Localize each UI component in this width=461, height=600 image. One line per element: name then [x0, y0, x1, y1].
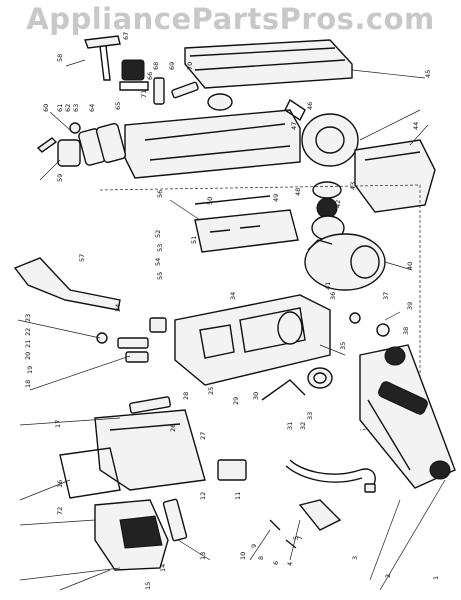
callout-label-56: 56 [156, 190, 164, 198]
callout-label-41: 41 [324, 282, 332, 290]
callout-label-71: 71 [140, 90, 148, 98]
callout-label-61: 61 [56, 104, 64, 112]
callout-label-42: 42 [334, 200, 342, 208]
callout-label-37: 37 [382, 292, 390, 300]
fan-housing-part [301, 113, 359, 241]
callout-label-11: 11 [234, 492, 242, 500]
main-body-part [99, 184, 421, 431]
callout-label-20: 20 [24, 352, 32, 360]
callout-label-19: 19 [26, 366, 34, 374]
callout-label-63: 63 [72, 104, 80, 112]
callout-label-3: 3 [351, 556, 359, 560]
callout-label-25: 25 [207, 387, 215, 395]
callout-label-45: 45 [424, 70, 432, 78]
callout-label-68: 68 [152, 62, 160, 70]
switch-parts [36, 122, 127, 167]
callout-label-2: 2 [384, 574, 392, 578]
callout-label-31: 31 [286, 422, 294, 430]
clip-parts [153, 77, 233, 111]
callout-label-48: 48 [294, 188, 302, 196]
callout-label-38: 38 [402, 327, 410, 335]
callout-label-16: 16 [56, 480, 64, 488]
callout-label-46: 46 [306, 102, 314, 110]
callout-label-70: 70 [186, 62, 194, 70]
callout-label-54: 54 [154, 258, 162, 266]
bumper-strip-part [13, 257, 121, 311]
callout-label-49: 49 [272, 194, 280, 202]
callout-label-10: 10 [239, 552, 247, 560]
callout-label-35: 35 [339, 342, 347, 350]
power-cord-part [261, 379, 376, 549]
callout-label-33: 33 [306, 412, 314, 420]
callout-label-1: 1 [432, 576, 440, 580]
callout-label-22: 22 [24, 328, 32, 336]
callout-label-23: 23 [24, 314, 32, 322]
latch-parts [96, 317, 167, 363]
callout-label-21: 21 [24, 340, 32, 348]
callout-label-9: 9 [250, 544, 258, 548]
callout-label-50: 50 [206, 197, 214, 205]
callout-label-47: 47 [290, 122, 298, 130]
callout-label-6: 6 [272, 561, 280, 565]
callout-label-57: 57 [78, 254, 86, 262]
side-cover-part [354, 139, 436, 213]
callout-label-52: 52 [154, 230, 162, 238]
filter-bag-part [184, 39, 353, 89]
handle-grip-part [84, 35, 121, 81]
callout-label-5: 5 [292, 536, 300, 540]
callout-label-66: 66 [146, 72, 154, 80]
callout-label-65: 65 [114, 102, 122, 110]
callout-label-12: 12 [199, 492, 207, 500]
callout-label-69: 69 [168, 62, 176, 70]
callout-label-7: 7 [296, 536, 304, 540]
callout-label-60: 60 [42, 104, 50, 112]
callout-label-40: 40 [406, 262, 414, 270]
callout-label-64: 64 [88, 104, 96, 112]
callout-label-53: 53 [156, 244, 164, 252]
callout-label-55: 55 [156, 272, 164, 280]
callout-labels: 1234567891011121314151617181920212223242… [24, 32, 440, 590]
callout-label-29: 29 [232, 397, 240, 405]
callout-label-51: 51 [190, 236, 198, 244]
callout-label-43: 43 [349, 182, 357, 190]
callout-label-67: 67 [122, 32, 130, 40]
callout-label-59: 59 [56, 174, 64, 182]
callout-label-36: 36 [329, 292, 337, 300]
brush-part [119, 59, 149, 91]
callout-label-32: 32 [299, 422, 307, 430]
watermark-logo: AppliancePartsPros.com [26, 2, 435, 36]
bag-housing-part [59, 396, 206, 499]
callout-label-72: 72 [56, 507, 64, 515]
callout-label-28: 28 [182, 392, 190, 400]
leader-lines [17, 59, 446, 591]
filter-strip-part [162, 459, 247, 542]
power-nozzle-part [359, 344, 456, 489]
callout-label-13: 13 [199, 552, 207, 560]
motor-part [304, 233, 386, 291]
callout-label-14: 14 [159, 564, 167, 572]
callout-label-24: 24 [114, 304, 122, 312]
dust-cup-part [94, 499, 169, 571]
callout-label-39: 39 [406, 302, 414, 310]
mounting-plate-part [194, 195, 299, 253]
callout-label-8: 8 [257, 556, 265, 560]
wheel-ring-parts [307, 312, 390, 389]
callout-label-58: 58 [56, 54, 64, 62]
callout-label-62: 62 [64, 104, 72, 112]
callout-label-18: 18 [24, 380, 32, 388]
callout-label-34: 34 [229, 292, 237, 300]
callout-label-30: 30 [252, 392, 260, 400]
callout-label-17: 17 [54, 420, 62, 428]
callout-label-4: 4 [286, 562, 294, 566]
body-cover-part [124, 98, 306, 179]
callout-label-26: 26 [169, 424, 177, 432]
callout-label-15: 15 [144, 582, 152, 590]
callout-label-27: 27 [199, 432, 207, 440]
callout-label-44: 44 [412, 122, 420, 130]
